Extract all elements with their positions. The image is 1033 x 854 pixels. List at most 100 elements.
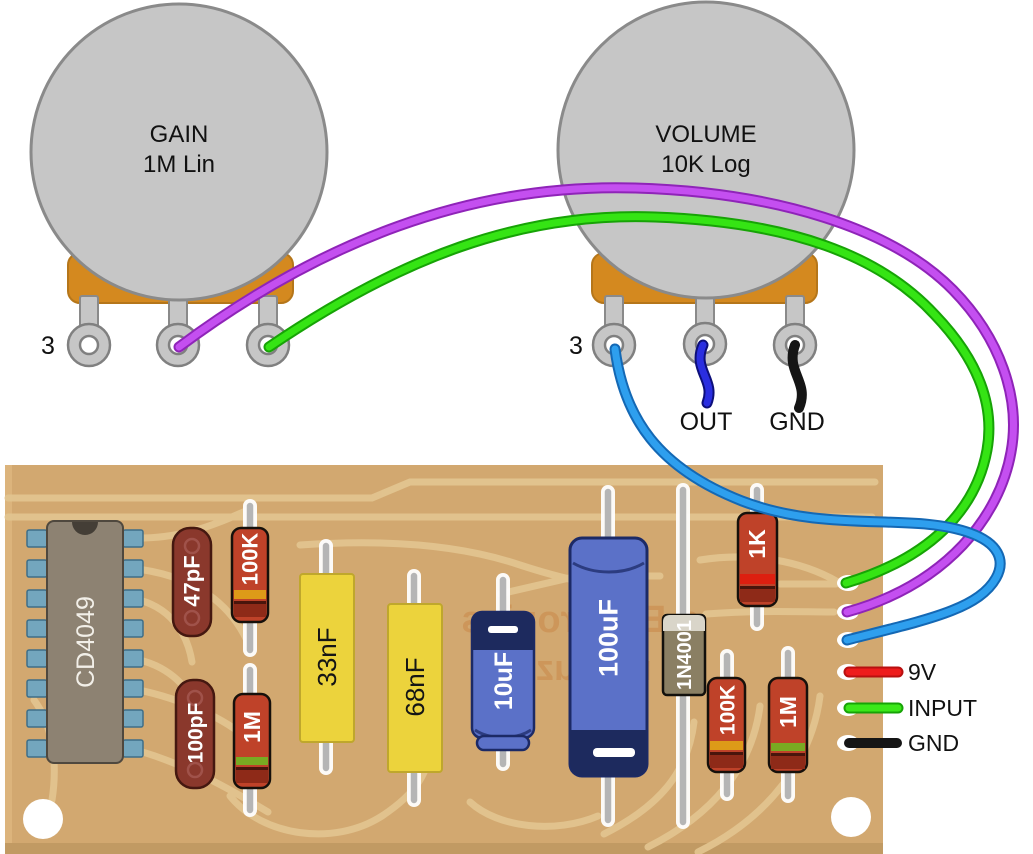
mounting-hole <box>831 797 871 837</box>
cap-body <box>174 678 216 790</box>
cap-label: 68nF <box>400 657 430 716</box>
resistor-100k-right: 100K <box>706 676 747 774</box>
resistor-band-maroon <box>236 770 268 783</box>
pot-gain-value: 1M Lin <box>143 151 215 178</box>
pot-gain-lug3-label: 3 <box>41 332 55 360</box>
cap-minus-mark <box>488 626 518 633</box>
resistor-band-orange <box>234 590 266 599</box>
pot-volume-lug3-label: 3 <box>569 332 583 360</box>
pcb-trace <box>226 744 434 838</box>
ic-pin <box>122 529 144 548</box>
ic-label: CD4049 <box>72 596 100 688</box>
resistor-band-green <box>236 757 268 765</box>
resistor-1m-right: 1M <box>767 676 809 774</box>
resistor-band-dark <box>236 767 268 770</box>
pcb-trace <box>4 478 879 502</box>
resistor-band-maroon <box>740 589 775 602</box>
ic-pin <box>122 589 144 608</box>
cap-end-mark <box>183 609 201 627</box>
ic-pin <box>26 709 48 728</box>
cap-base-lip <box>475 734 531 752</box>
pcb-substrate <box>5 465 883 854</box>
cap-end-mark <box>186 689 204 707</box>
resistor-band-dark <box>740 586 775 589</box>
ic-pin <box>122 619 144 638</box>
mounting-hole <box>23 799 63 839</box>
cap-33nf: 33nF <box>299 573 355 743</box>
resistor-band-maroon <box>234 604 266 617</box>
pot-body <box>556 0 856 300</box>
ic-pin <box>26 679 48 698</box>
blue-wire <box>611 345 1004 644</box>
cap-end-mark <box>183 537 201 555</box>
out-wire <box>696 341 713 407</box>
cap-100pf: 100pF <box>174 678 216 790</box>
cap-crimp <box>572 561 645 574</box>
out-wire-label: OUT <box>680 408 733 436</box>
cap-10uf: 10uF <box>470 610 536 752</box>
cap-label: 100pF <box>184 702 207 763</box>
cap-body <box>171 526 213 638</box>
pcb-trace <box>466 798 602 830</box>
resistor-band-dark <box>234 601 266 604</box>
wire-legend: 9V INPUT GND <box>843 659 977 756</box>
resistor-band-dark <box>710 752 743 755</box>
pot-volume: VOLUME 10K Log 3 OUT GND <box>556 0 856 436</box>
resistor-label: 1K <box>744 529 770 559</box>
cap-label: 47pF <box>180 555 205 606</box>
resistor-band-dark <box>771 753 805 756</box>
resistor-band-orange <box>710 741 743 750</box>
pot-gain-title: GAIN <box>150 121 209 148</box>
ic-pin <box>26 739 48 758</box>
pcb-trace <box>702 580 840 618</box>
resistor-band-maroon <box>771 756 805 769</box>
ic-pin <box>26 529 48 548</box>
pot-volume-title: VOLUME <box>655 121 756 148</box>
diode-label: 1N4001 <box>674 620 696 690</box>
ic-pins <box>26 529 144 758</box>
resistor-label: 100K <box>716 685 739 735</box>
ic-pin <box>26 589 48 608</box>
diode-1n4001: 1N4001 <box>661 613 707 697</box>
cap-label: 100uF <box>593 599 623 677</box>
cap-body <box>299 573 355 743</box>
ic-pin <box>122 649 144 668</box>
ic-pin <box>122 559 144 578</box>
resistor-band-maroon <box>710 755 743 768</box>
pcb-trace <box>600 718 698 838</box>
gnd-wire-label: GND <box>769 408 825 436</box>
gnd-wire <box>787 340 807 413</box>
pot-lug-hole <box>78 334 100 356</box>
resistor-band-red <box>740 574 775 584</box>
cap-label: 10uF <box>490 652 518 710</box>
resistor-band-green <box>771 743 805 751</box>
diode-cathode-band <box>663 615 705 631</box>
green-wire <box>265 213 993 587</box>
pcb-edge-bottom <box>5 843 883 854</box>
ic-notch <box>72 522 98 535</box>
pot-volume-value: 10K Log <box>661 151 750 178</box>
ic-pin <box>26 649 48 668</box>
resistor-1m-left: 1M <box>232 692 272 790</box>
resistor-label: 1M <box>239 711 265 743</box>
cap-minus-mark <box>593 748 635 757</box>
ic-pin <box>122 679 144 698</box>
cap-end-mark <box>186 761 204 779</box>
hookup-wires <box>173 182 1019 646</box>
legend-gnd-label: GND <box>908 730 959 756</box>
pot-gain: GAIN 1M Lin 3 <box>29 2 329 368</box>
purple-wire <box>175 184 1017 616</box>
cap-label: 33nF <box>312 627 342 686</box>
resistor-label: 100K <box>238 533 263 586</box>
cap-100uf: 100uF <box>568 536 649 778</box>
pcb-edge-left <box>5 465 12 854</box>
ic-pin <box>26 619 48 638</box>
ic-body <box>46 520 124 764</box>
cap-47pf: 47pF <box>171 526 213 638</box>
resistor-100k-left: 100K <box>230 526 270 624</box>
ic-pin <box>26 559 48 578</box>
legend-9v-label: 9V <box>908 659 937 685</box>
legend-input-label: INPUT <box>908 695 977 721</box>
